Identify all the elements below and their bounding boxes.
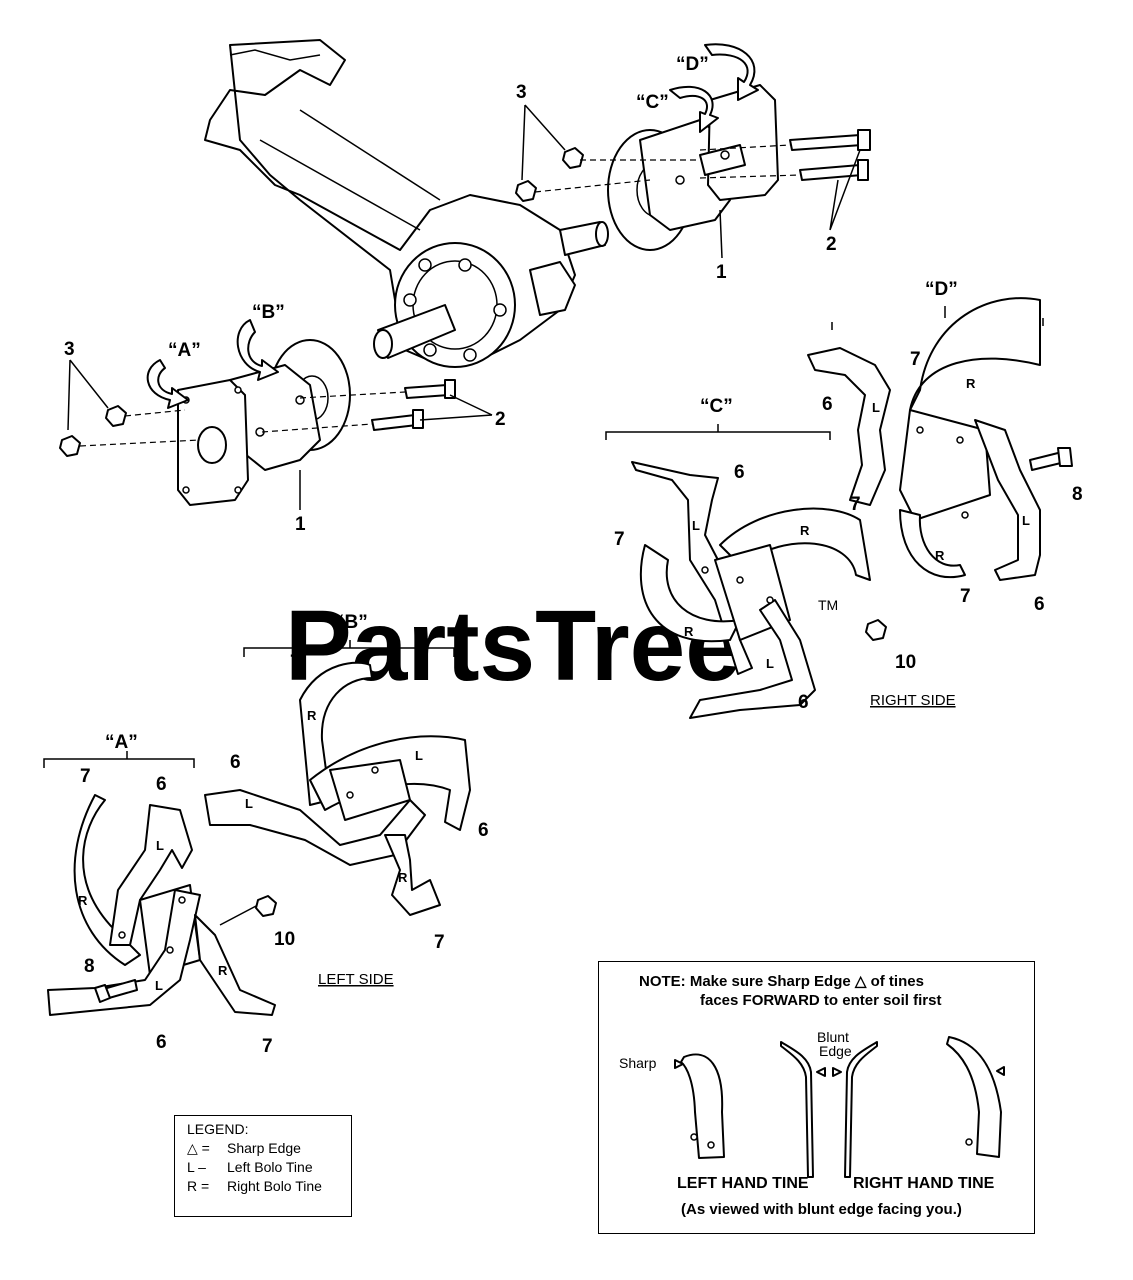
mark-r-a2: R [218,963,228,978]
callout-7-c-left: 7 [614,529,625,550]
label-d-top: “D” [676,54,709,75]
callout-1-left: 1 [295,514,306,535]
legend-sharp-symbol: △ [187,1140,198,1156]
callout-2-right: 2 [826,234,837,255]
legend-right-text: Right Bolo Tine [227,1178,322,1194]
callout-3-right: 3 [516,82,527,103]
legend-right-symbol: R [187,1178,198,1194]
callout-7-d-bottom: 7 [960,586,971,607]
legend-item-sharp: △ = Sharp Edge [187,1139,351,1158]
mark-l-c1: L [692,518,700,533]
right-hub-assembly [607,84,779,251]
callout-10-left: 10 [274,929,295,950]
note-line-2: faces FORWARD to enter soil first [700,992,942,1009]
left-hub-assembly [177,339,351,506]
mark-r-c2: R [684,624,694,639]
legend-left-text: Left Bolo Tine [227,1159,313,1175]
mark-r-c1: R [800,523,810,538]
callout-leaders-top [67,104,861,510]
callout-6-d-bottom: 6 [1034,594,1045,615]
nut-10-left [255,895,277,917]
legend-left-symbol: L [187,1159,195,1175]
label-c: “C” [700,396,733,417]
left-hub-nuts [59,405,127,457]
mounting-arrows [146,43,759,409]
left-side-label: LEFT SIDE [318,971,394,988]
label-b-top: “B” [252,302,285,323]
mark-l-a1: L [156,838,164,853]
callout-7-b-bottom: 7 [434,932,445,953]
label-d: “D” [925,279,958,300]
left-hub-bolts [371,379,456,431]
callout-6-a-bottom: 6 [156,1032,167,1053]
note-box: NOTE: Make sure Sharp Edge △ of tines fa… [598,961,1035,1234]
mark-l-d1: L [872,400,880,415]
callout-6-c-top: 6 [734,462,745,483]
callout-6-d-left: 6 [822,394,833,415]
callout-7-d-top: 7 [910,349,921,370]
right-hand-tine-drawing [946,1036,1005,1158]
right-hub-bolts [789,129,871,181]
callout-7-c-right: 7 [850,494,861,515]
callout-7-a-top: 7 [80,766,91,787]
label-b: “B” [335,612,368,633]
legend-box: LEGEND: △ = Sharp Edge L – Left Bolo Tin… [174,1115,352,1217]
tine-group-c: “C” L R R L [605,396,871,719]
watermark-tm: TM [818,597,838,613]
callout-1-right: 1 [716,262,727,283]
note-left-caption: LEFT HAND TINE [677,1175,809,1192]
label-a-top: “A” [168,340,201,361]
nut-10-right [865,619,887,641]
mark-l-b2: L [415,748,423,763]
mark-l-c2: L [766,656,774,671]
callout-7-b-top: 7 [290,652,301,673]
mark-r-d2: R [935,548,945,563]
right-hub-nuts [515,147,584,202]
callout-6-a-top: 6 [156,774,167,795]
tine-group-b: “B” R L L R [204,612,471,916]
note-blunt-label-2: Edge [819,1043,852,1059]
callout-2-left: 2 [495,409,506,430]
callout-7-a-bottom: 7 [262,1036,273,1057]
mark-r-b2: R [398,870,408,885]
note-blunt-label-1: Blunt [817,1029,849,1045]
callout-6-b-right: 6 [478,820,489,841]
callout-3-left: 3 [64,339,75,360]
tine-group-d: “D” L R L R [807,279,1073,581]
blunt-edge-tines-drawing [780,1041,878,1178]
mark-r-a1: R [78,893,88,908]
note-sub-caption: (As viewed with blunt edge facing you.) [681,1201,962,1218]
label-c-top: “C” [636,92,669,113]
mark-r-b1: R [307,708,317,723]
legend-sep: = [201,1140,210,1156]
mark-l-b1: L [245,796,253,811]
mark-r-d1: R [966,376,976,391]
legend-item-left: L – Left Bolo Tine [187,1158,351,1177]
legend-sep: = [201,1178,210,1194]
right-side-label: RIGHT SIDE [870,692,956,709]
callout-10-right: 10 [895,652,916,673]
note-line-1: NOTE: Make sure Sharp Edge △ of tines [639,973,924,990]
legend-sharp-text: Sharp Edge [227,1140,301,1156]
callout-8-a: 8 [84,956,95,977]
mark-l-d2: L [1022,513,1030,528]
callout-8-d: 8 [1072,484,1083,505]
right-axle-shaft [559,221,609,256]
note-illustration: Sharp Blunt Edge LEFT HAND TINE RIGHT HA… [619,1029,1005,1218]
mark-l-a2: L [155,978,163,993]
note-sharp-label: Sharp [619,1055,657,1071]
left-axle-shaft [373,304,456,359]
tine-group-a: “A” R L L R [43,732,276,1016]
legend-item-right: R = Right Bolo Tine [187,1177,351,1196]
legend-sep: – [198,1159,206,1175]
label-a: “A” [105,732,138,753]
note-right-caption: RIGHT HAND TINE [853,1175,995,1192]
legend-title: LEGEND: [187,1121,249,1137]
callout-6-b-left: 6 [230,752,241,773]
callout-6-c-bottom: 6 [798,692,809,713]
left-hand-tine-drawing [674,1053,725,1159]
